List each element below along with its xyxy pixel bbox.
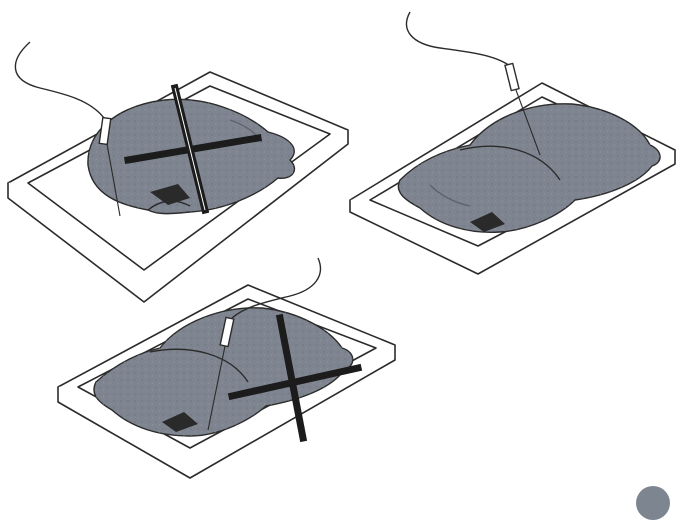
panel-probe-through-bird [58, 258, 395, 478]
probe-placement-diagram [0, 0, 681, 499]
poultry [398, 104, 660, 232]
illustration [0, 0, 681, 499]
panel-probe-near-surface [8, 42, 348, 302]
panel-probe-in-thickest-part [350, 12, 675, 274]
corner-badge [636, 486, 670, 520]
